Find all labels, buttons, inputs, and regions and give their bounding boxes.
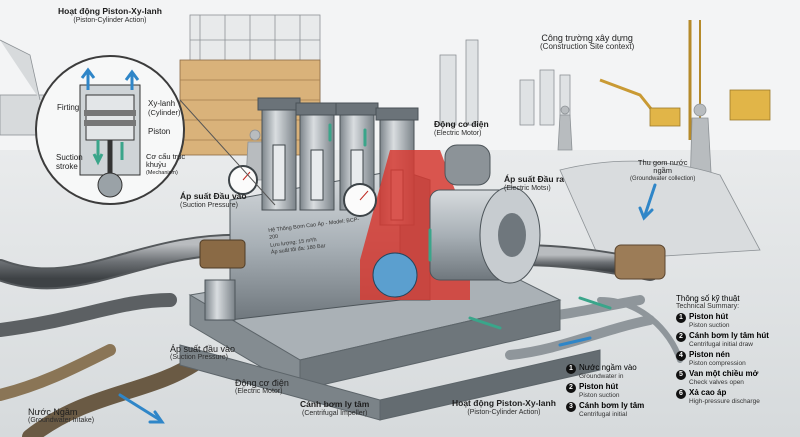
discharge-hose-4 <box>597 297 683 363</box>
hose-coupling <box>614 244 666 280</box>
summary-item: 4 Piston nén Piston compression <box>676 350 798 367</box>
flow-legend: 1 Nước ngầm vào Groundwater in 2 Piston … <box>566 363 676 421</box>
intake-hose-2 <box>0 293 177 337</box>
excavator-right <box>599 20 771 140</box>
label-groundwater-intake: Nước Ngầm (Groundwater Intake) <box>28 407 95 425</box>
concrete-columns <box>439 39 571 126</box>
label-piston-action-bottom: Hoạt động Piston-Xy-lanh (Piston-Cylinde… <box>452 398 556 416</box>
intake-hose-3 <box>22 352 208 437</box>
intake-hose-4 <box>0 344 116 401</box>
inset-label-piston: Piston <box>148 127 171 136</box>
inset-magnifier <box>35 55 276 206</box>
flow-arrows <box>118 123 657 424</box>
technical-summary: Thông số kỹ thuật Technical Summary: 1 P… <box>676 294 798 408</box>
pump-body <box>199 97 541 321</box>
inset-label-crank: Cơ cấu trục khuỷu (Mechanism) <box>146 152 186 176</box>
inlet-pipe-lower <box>204 279 236 321</box>
summary-title-vi: Thông số kỹ thuật <box>676 294 740 303</box>
inset-label-suction-stroke: Suction stroke <box>56 153 83 171</box>
legend-item: 1 Nước ngầm vào Groundwater in <box>566 363 676 380</box>
inlet-manifold <box>199 239 246 269</box>
label-electric-motor-bottom: Động cơ điện (Electric Motor) <box>235 378 289 396</box>
legend-item: 3 Cánh bơm ly tâm Centrifugal initial <box>566 401 676 418</box>
legend-item: 2 Piston hút Piston suction <box>566 382 676 399</box>
summary-item: 2 Cánh bơm ly tâm hút Centrifugal initia… <box>676 331 798 348</box>
centrifugal-impeller <box>372 252 418 298</box>
label-discharge-pressure: Áp suất Đầu ra (Electric Motsı) <box>504 174 564 192</box>
groundwater-pit <box>559 160 761 261</box>
label-centrifugal-impeller: Cánh bơm ly tâm (Centrifugal Impeller) <box>300 399 370 417</box>
inset-label-cylinder: Xy-lanh (Cylinder) <box>148 99 181 117</box>
summary-item: 5 Van một chiều mở Check valves open <box>676 369 798 386</box>
summary-item: 6 Xả cao áp High-pressure discharge <box>676 388 798 405</box>
inset-label-firting: Firting <box>57 103 80 112</box>
label-suction-pressure-upper: Áp suất Đầu vào (Suction Pressure) <box>180 191 247 209</box>
pressure-gauges <box>228 165 377 217</box>
label-groundwater-collection: Thu gom nước ngầm (Groundwater collectio… <box>630 158 696 182</box>
label-electric-motor-top: Động cơ điện (Electric Motor) <box>434 119 489 137</box>
electric-motor <box>429 144 541 284</box>
label-piston-action-top: Hoạt động Piston-Xy-lanh (Piston-Cylinde… <box>58 6 162 24</box>
summary-title-en: Technical Summary: <box>676 303 740 310</box>
label-construction-site: Công trường xây dựng (Construction Site … <box>540 33 635 52</box>
label-suction-pressure-lower: Áp suất đầu vào (Suction Pressure) <box>170 344 236 362</box>
summary-item: 1 Piston hút Piston suction <box>676 312 798 329</box>
